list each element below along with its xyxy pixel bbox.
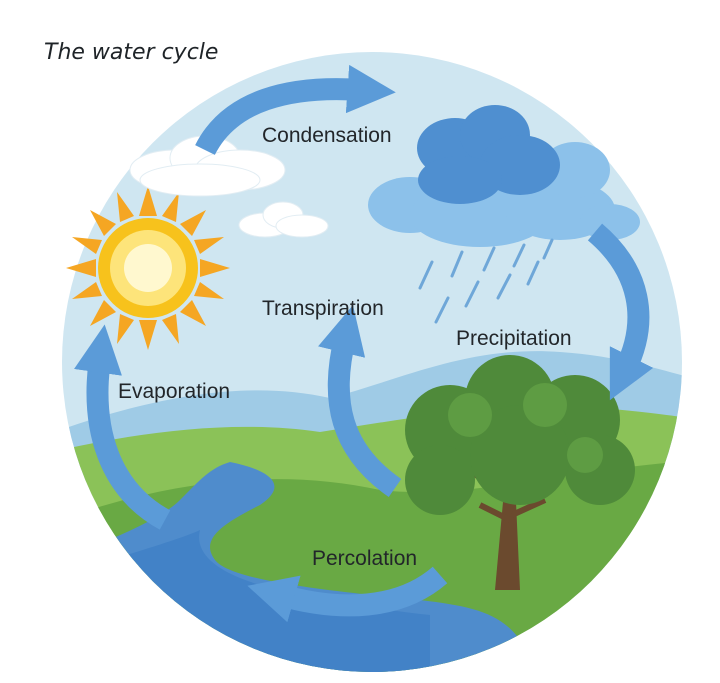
label-percolation: Percolation: [312, 547, 417, 570]
transpiration-arrow: [318, 305, 402, 498]
evaporation-arrow: [74, 324, 171, 530]
percolation-arrow: [247, 566, 448, 623]
white-cloud-small: [238, 201, 329, 238]
condensation-arrow: [195, 64, 396, 156]
label-transpiration: Transpiration: [262, 297, 384, 320]
white-cloud-large: [129, 135, 286, 197]
label-precipitation: Precipitation: [456, 327, 572, 350]
precipitation-arrow: [587, 223, 654, 401]
page-title: The water cycle: [44, 40, 219, 65]
tree-icon: [405, 355, 635, 590]
rain-drops: [418, 238, 554, 324]
rain-cloud: [368, 105, 640, 247]
label-evaporation: Evaporation: [118, 380, 230, 403]
label-condensation: Condensation: [262, 124, 392, 147]
sun-icon: [66, 186, 230, 350]
